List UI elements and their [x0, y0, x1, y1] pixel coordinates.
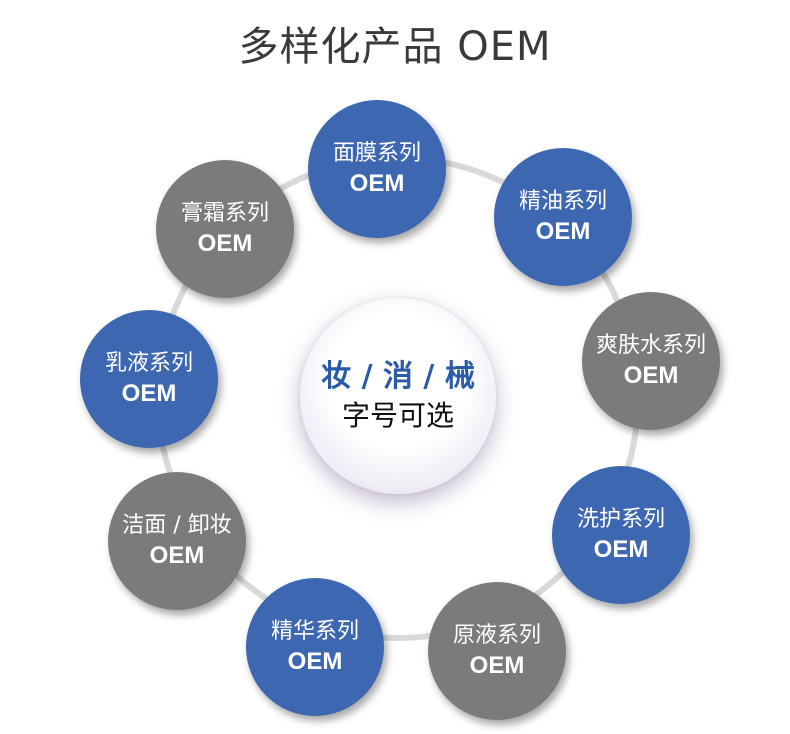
node-lotion-series: 乳液系列 OEM: [80, 310, 218, 448]
page-title: 多样化产品 OEM: [238, 24, 552, 70]
node-ampoule-series: 原液系列 OEM: [428, 582, 566, 720]
node-mask-series: 面膜系列 OEM: [308, 100, 446, 238]
node-label: 膏霜系列: [180, 201, 269, 226]
node-oem: OEM: [349, 170, 405, 197]
node-label: 面膜系列: [332, 141, 421, 166]
node-label: 洗护系列: [576, 507, 665, 532]
node-oem: OEM: [287, 648, 343, 675]
node-cream-series: 膏霜系列 OEM: [156, 160, 294, 298]
node-essential-oil-series: 精油系列 OEM: [494, 148, 632, 286]
node-oem: OEM: [469, 652, 525, 679]
node-label: 原液系列: [452, 623, 541, 648]
node-oem: OEM: [535, 218, 591, 245]
node-oem: OEM: [121, 380, 177, 407]
node-label: 洁面 / 卸妆: [122, 513, 232, 538]
node-label: 精油系列: [518, 189, 607, 214]
node-label: 精华系列: [270, 619, 359, 644]
node-label: 爽肤水系列: [595, 333, 706, 358]
node-cleanser-remover: 洁面 / 卸妆 OEM: [108, 472, 246, 610]
node-oem: OEM: [623, 362, 679, 389]
node-oem: OEM: [197, 230, 253, 257]
node-serum-series: 精华系列 OEM: [246, 578, 384, 716]
center-sub-text: 字号可选: [341, 399, 454, 432]
center-circle: 妆 / 消 / 械 字号可选: [300, 298, 496, 494]
node-oem: OEM: [149, 542, 205, 569]
node-toner-series: 爽肤水系列 OEM: [582, 292, 720, 430]
node-wash-care-series: 洗护系列 OEM: [552, 466, 690, 604]
node-oem: OEM: [593, 536, 649, 563]
center-main-text: 妆 / 消 / 械: [321, 359, 475, 394]
node-label: 乳液系列: [104, 351, 193, 376]
